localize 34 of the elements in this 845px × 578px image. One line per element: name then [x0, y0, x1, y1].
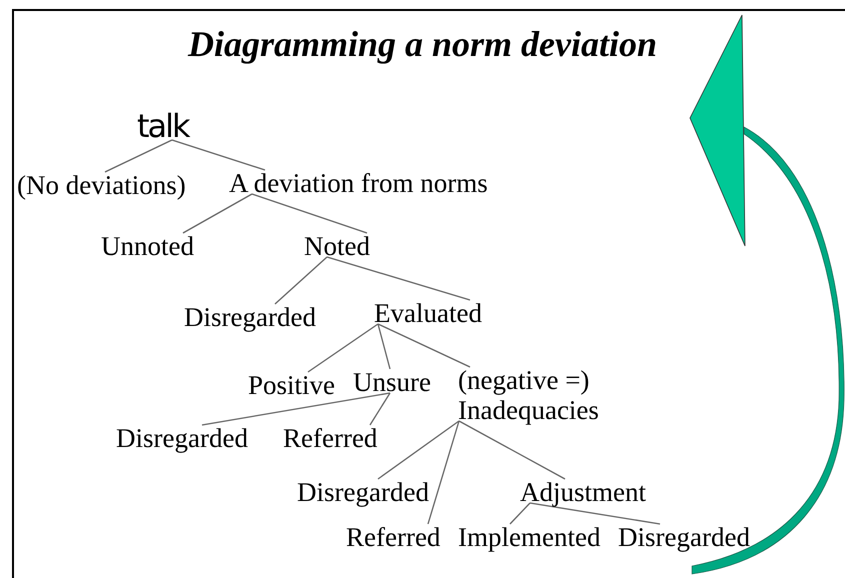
tree-branch-line — [326, 256, 470, 301]
tree-branch-line — [378, 420, 460, 480]
tree-branch-line — [377, 324, 391, 370]
tree-branch-line — [369, 392, 391, 426]
tree-term: A deviation from norms — [229, 168, 488, 198]
tree-term: Referred — [283, 423, 378, 453]
tree-term: Noted — [304, 231, 370, 261]
tree-term: Disregarded — [297, 477, 429, 507]
tree-branch-line — [172, 139, 266, 171]
tree-term: Unnoted — [101, 231, 194, 261]
tree-term: Adjustment — [520, 477, 646, 507]
tree-branch-line — [182, 193, 252, 234]
tree-branch-line — [510, 502, 530, 524]
tree-term: (No deviations) — [17, 170, 186, 200]
tree-term: Positive — [248, 370, 336, 400]
tree-branch-line — [530, 502, 660, 525]
tree-branch-line — [308, 323, 378, 373]
tree-term: Referred — [346, 522, 440, 552]
tree-branch-line — [378, 323, 470, 368]
tree-term: Disregarded — [184, 302, 316, 332]
tree-term: Evaluated — [374, 298, 482, 328]
tree-term: Implemented — [458, 522, 600, 552]
tree-term: Unsure — [353, 367, 431, 397]
tree-branch-line — [252, 193, 368, 234]
tree-term: Disregarded — [116, 423, 248, 453]
tree-branch-line — [202, 392, 390, 426]
tree-branch-line — [427, 420, 460, 524]
tree-branch-line — [458, 420, 566, 480]
tree-branch-line — [104, 139, 172, 173]
tree-term: talk — [137, 108, 189, 144]
tree-term: Disregarded — [618, 522, 750, 552]
title: Diagramming a norm deviation — [186, 23, 658, 66]
tree-branch-line — [274, 256, 328, 304]
tree-term: (negative =) Inadequacies — [458, 365, 608, 425]
